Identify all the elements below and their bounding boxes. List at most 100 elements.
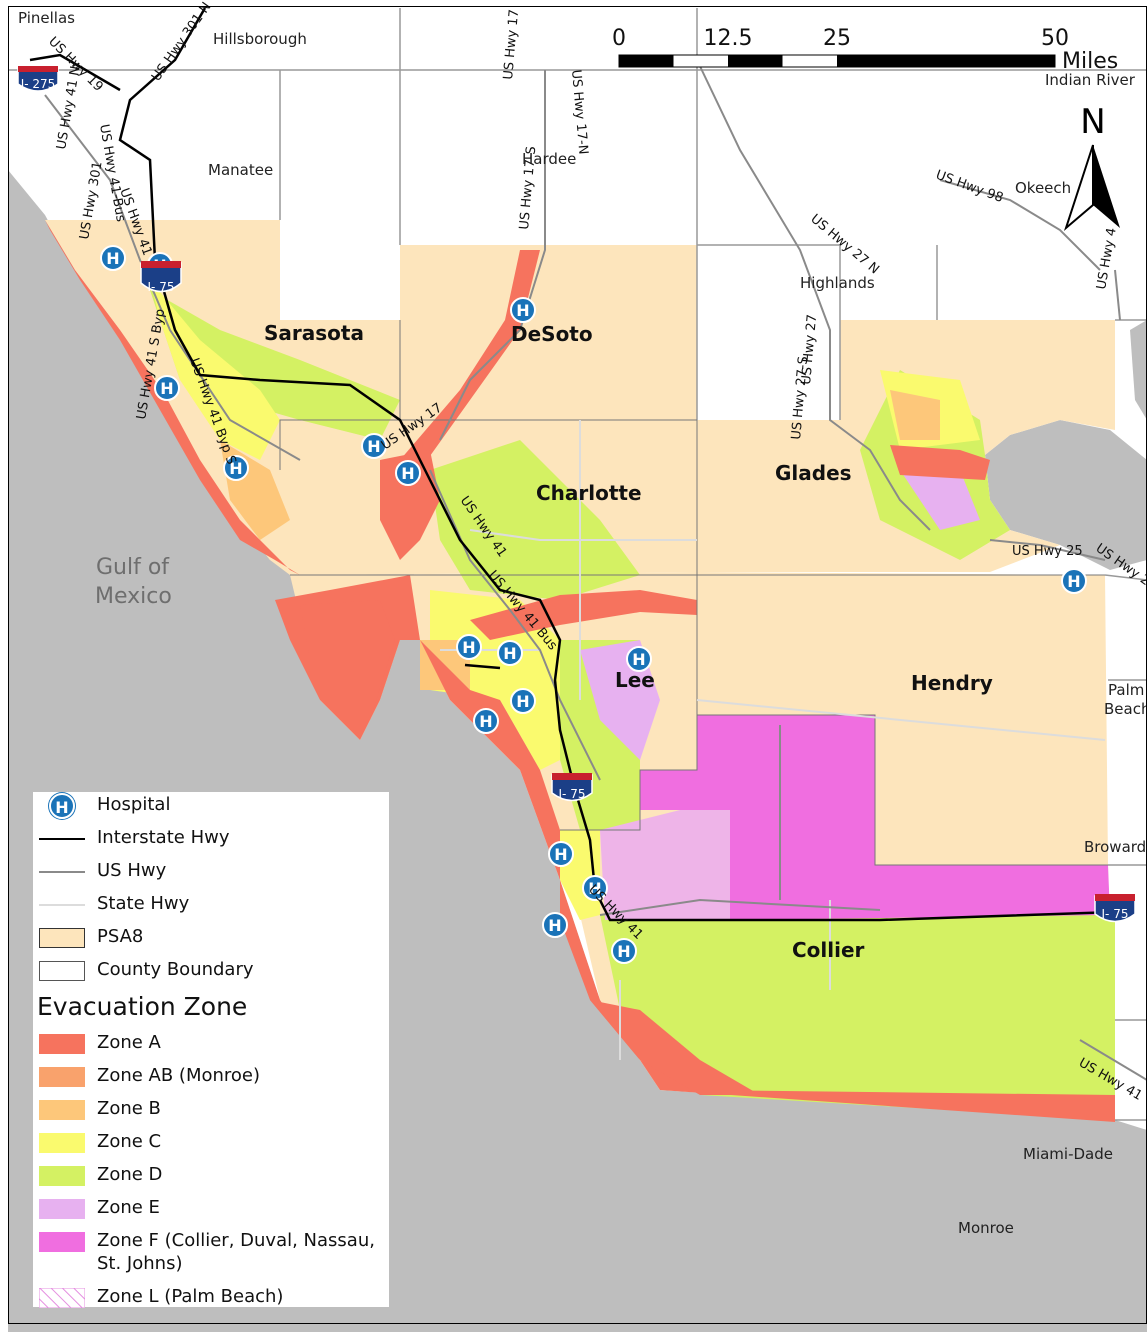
legend-row-zone-e: Zone E	[33, 1195, 389, 1223]
legend-label: PSA8	[97, 926, 144, 947]
psa-label-lee: Lee	[615, 668, 655, 692]
legend-row-state-hwy: State Hwy	[33, 891, 389, 919]
zone-f-swatch	[39, 1232, 85, 1252]
zone-f-light	[600, 810, 730, 920]
hospital-marker-icon[interactable]: H	[611, 938, 637, 964]
hospital-marker-label: H	[479, 712, 492, 731]
hospital-marker-label: H	[617, 942, 630, 961]
hospital-marker-icon[interactable]: H	[626, 646, 652, 672]
legend-label: Zone AB (Monroe)	[97, 1065, 261, 1086]
hospital-marker-icon[interactable]: H	[497, 640, 523, 666]
hospital-marker-icon[interactable]: H	[154, 375, 180, 401]
zone-a-swatch	[39, 1034, 85, 1054]
zone-e-glades	[900, 470, 980, 530]
hospital-marker-icon[interactable]: H	[473, 708, 499, 734]
interstate-shield-i75-east: I- 75	[1094, 894, 1136, 923]
legend-label: Zone E	[97, 1197, 160, 1218]
hospital-marker-label: H	[401, 464, 414, 483]
hospital-marker-label: H	[554, 845, 567, 864]
legend-label: County Boundary	[97, 959, 254, 980]
legend-row-zone-ab: Zone AB (Monroe)	[33, 1063, 389, 1091]
i75-label-east: I- 75	[1102, 907, 1129, 921]
hospital-marker-label: H	[229, 459, 242, 478]
road-label: US Hwy 17-N	[568, 69, 590, 155]
road-label: US Hwy 17	[501, 9, 522, 81]
lake-okeechobee	[985, 420, 1147, 570]
hospital-marker-label: H	[106, 249, 119, 268]
county-label: Beach	[1104, 700, 1147, 718]
legend: H Hospital Interstate Hwy US Hwy State H…	[33, 792, 389, 1309]
county-boundary-swatch	[39, 961, 85, 981]
hospital-marker-icon[interactable]: H	[542, 912, 568, 938]
north-arrow: N	[1063, 102, 1120, 232]
hospital-marker-icon[interactable]: H	[223, 455, 249, 481]
scale-tick-1: 12.5	[704, 26, 753, 51]
i75-label-north: I- 75	[148, 280, 175, 294]
legend-row-county-boundary: County Boundary	[33, 957, 389, 985]
legend-label: St. Johns)	[97, 1253, 183, 1274]
road-label: US Hwy 27	[799, 314, 820, 386]
hospital-marker-icon[interactable]: H	[361, 433, 387, 459]
hospital-marker-icon[interactable]: H	[456, 634, 482, 660]
hospital-marker-icon[interactable]: H	[582, 875, 608, 901]
zone-d-collier	[600, 915, 1115, 1120]
zone-a-pine-island	[300, 600, 395, 720]
hospital-marker-icon[interactable]: H	[1061, 568, 1087, 594]
gulf-label: Gulf of Mexico	[95, 555, 172, 609]
psa-label-desoto: DeSoto	[511, 322, 593, 346]
legend-label: Hospital	[97, 794, 171, 815]
legend-label: Interstate Hwy	[97, 827, 230, 848]
county-label: Palm	[1108, 681, 1144, 699]
hospital-marker-label: H	[588, 879, 601, 898]
legend-label: Zone A	[97, 1032, 161, 1053]
interstate-highways	[29, 7, 1116, 922]
i275-label: I- 275	[21, 77, 56, 91]
interstate-shield-i75-north: I- 75	[140, 261, 182, 294]
legend-label: Zone C	[97, 1131, 162, 1152]
legend-row-zone-a: Zone A	[33, 1030, 389, 1058]
legend-label: State Hwy	[97, 893, 190, 914]
zone-c-sarasota	[150, 280, 280, 460]
state-highways	[440, 420, 1106, 1060]
north-arrow-icon	[1093, 145, 1120, 228]
zone-e-swatch	[39, 1199, 85, 1219]
zone-d-charlotte	[430, 440, 640, 600]
hospital-marker-icon[interactable]: H	[510, 297, 536, 323]
zone-c-swatch	[39, 1133, 85, 1153]
state-hwy-line-swatch	[39, 904, 85, 906]
hospital-marker-icon[interactable]: H	[548, 841, 574, 867]
hospital-marker-icon[interactable]: H	[395, 460, 421, 486]
psa-county-labels: Sarasota DeSoto Charlotte Glades Lee Hen…	[264, 321, 993, 962]
hospital-marker-label: H	[462, 638, 475, 657]
psa-label-sarasota: Sarasota	[264, 321, 364, 345]
hospital-marker-label: H	[516, 692, 529, 711]
zone-a-glades	[890, 445, 990, 480]
legend-row-zone-c: Zone C	[33, 1129, 389, 1157]
zone-d-sarasota	[150, 290, 400, 440]
hospital-marker-icon[interactable]: H	[510, 688, 536, 714]
interstate-shield-i275: I- 275	[17, 66, 59, 92]
psa8-swatch	[39, 928, 85, 948]
zone-l-swatch	[38, 1287, 86, 1309]
county-label: Pinellas	[18, 9, 75, 27]
atlantic-water	[1130, 320, 1147, 420]
zone-c-lee	[430, 590, 560, 770]
road-label: US Hwy 98	[934, 168, 1006, 206]
county-label: Okeech	[1015, 179, 1071, 197]
scale-unit: Miles	[1062, 49, 1118, 74]
hospital-marker-icon[interactable]: H	[100, 245, 126, 271]
gulf-label-line1: Gulf of	[96, 555, 170, 580]
scale-tick-2: 25	[823, 26, 851, 51]
county-boundaries	[8, 8, 1147, 1121]
hospital-marker-label: H	[503, 644, 516, 663]
zone-a-caloosahatchee	[470, 590, 697, 640]
other-county-labels: Pinellas Hillsborough Manatee Hardee Hig…	[18, 9, 1147, 1237]
road-label: US Hwy 17-S	[517, 146, 539, 231]
psa-label-glades: Glades	[775, 461, 852, 485]
hospital-marker-label: H	[516, 301, 529, 320]
gulf-label-line2: Mexico	[95, 584, 172, 609]
north-label: N	[1080, 102, 1105, 142]
scale-bar: 0 12.5 25 50 Miles	[612, 26, 1118, 74]
